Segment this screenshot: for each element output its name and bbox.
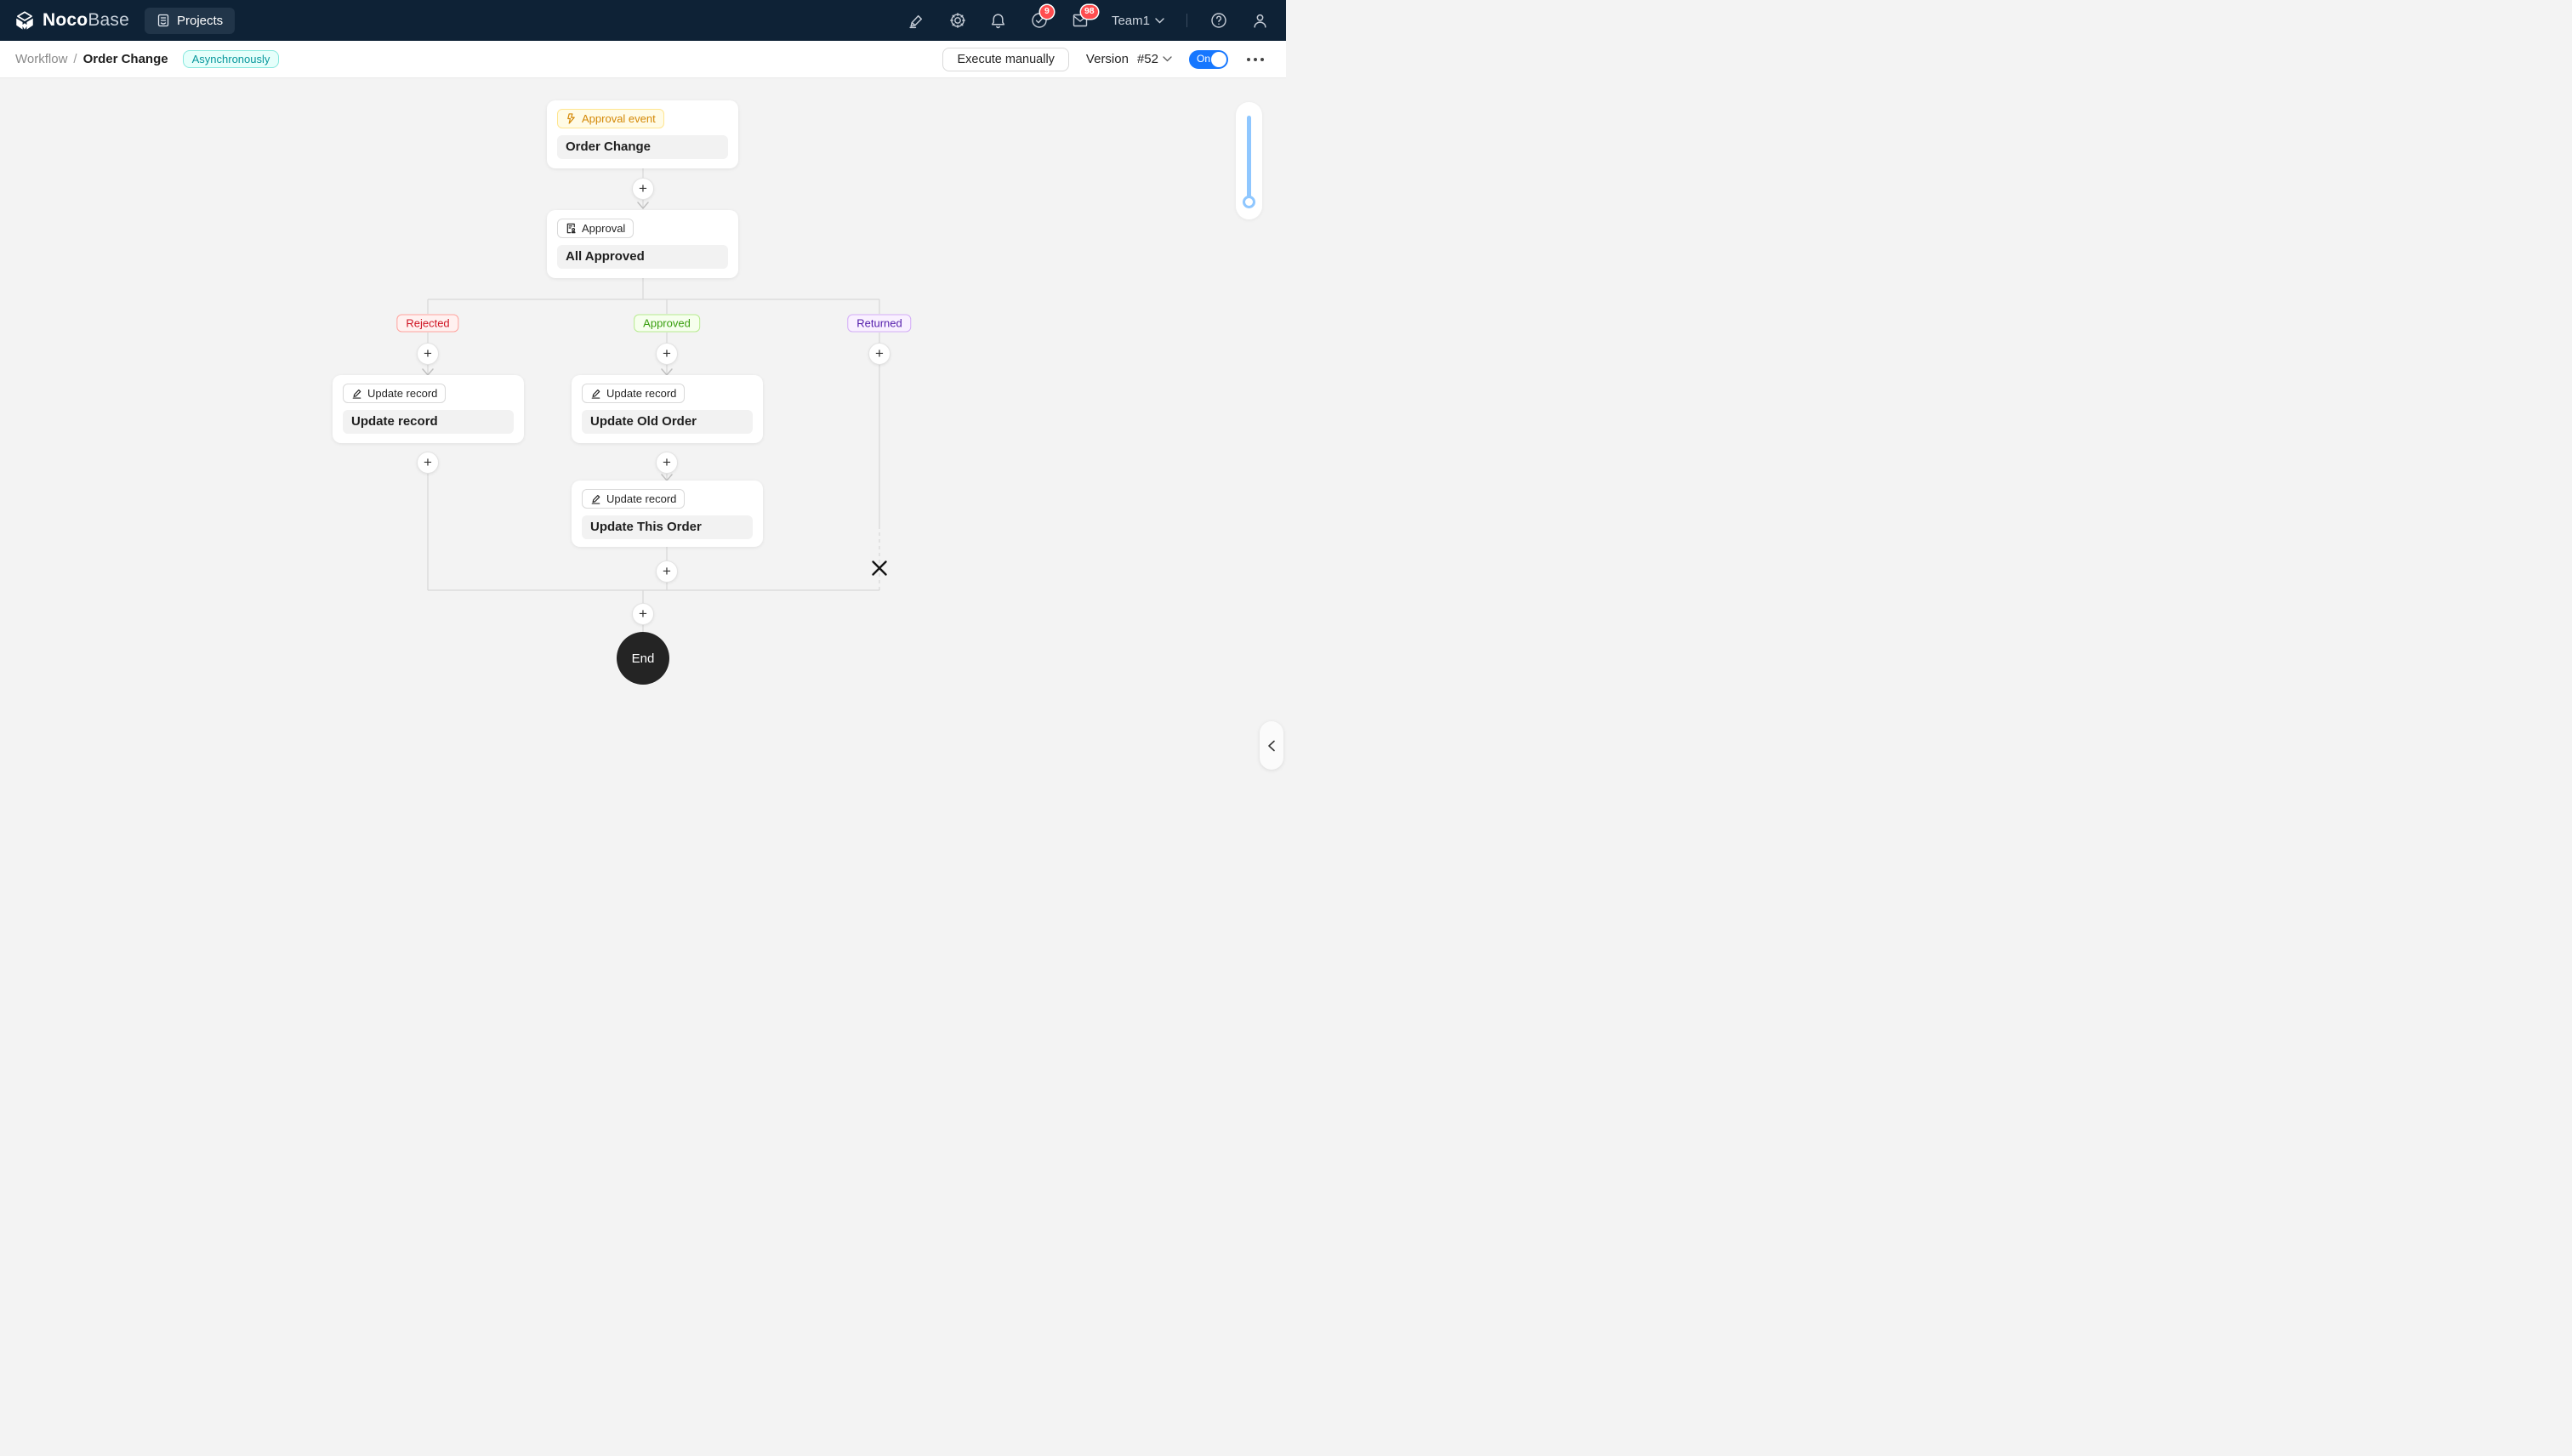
edit-icon	[591, 494, 600, 504]
gear-icon	[950, 13, 965, 28]
add-node-button[interactable]: +	[417, 343, 439, 365]
end-node: End	[617, 632, 669, 685]
workflow-enabled-toggle[interactable]: On	[1189, 49, 1228, 69]
settings-button[interactable]	[948, 11, 967, 30]
node-approval[interactable]: Approval All Approved	[547, 210, 738, 278]
node-update-record[interactable]: Update record Update record	[333, 375, 524, 443]
node-tag-label: Approval	[582, 222, 626, 235]
logo-text-bold: Noco	[43, 10, 88, 30]
workflow-canvas: Approval event Order Change + Approval A…	[0, 78, 1286, 770]
tasks-badge: 9	[1039, 5, 1054, 19]
header-divider	[1186, 14, 1187, 27]
zoom-slider-handle[interactable]	[1243, 196, 1255, 208]
add-node-button[interactable]: +	[417, 452, 439, 474]
version-value: #52	[1136, 52, 1158, 66]
help-icon	[1211, 13, 1226, 28]
execute-manually-button[interactable]: Execute manually	[942, 47, 1069, 71]
node-title: Update record	[343, 410, 514, 434]
node-title: All Approved	[557, 245, 728, 269]
node-tag-label: Update record	[606, 492, 677, 505]
add-node-button[interactable]: +	[868, 343, 891, 365]
version-select[interactable]: #52	[1137, 52, 1172, 66]
chevron-down-icon	[1155, 17, 1164, 23]
add-node-button[interactable]: +	[656, 343, 678, 365]
team-menu[interactable]: Team1	[1112, 14, 1164, 28]
workflow-toolbar: Workflow / Order Change Asynchronously E…	[0, 41, 1286, 78]
node-trigger[interactable]: Approval event Order Change	[547, 100, 738, 168]
nav-projects[interactable]: Projects	[144, 7, 236, 34]
branch-label-returned: Returned	[847, 314, 912, 333]
help-button[interactable]	[1209, 11, 1228, 30]
chevron-down-icon	[1163, 56, 1172, 62]
check-circle-icon	[1032, 13, 1047, 28]
zoom-slider[interactable]	[1236, 102, 1262, 219]
branch-label-rejected: Rejected	[396, 314, 459, 333]
collapse-panel-button[interactable]	[1260, 721, 1283, 770]
node-tag-label: Approval event	[582, 112, 656, 125]
node-title: Update Old Order	[582, 410, 753, 434]
breadcrumb-separator: /	[73, 52, 77, 66]
page-title: Order Change	[83, 52, 168, 66]
end-node-label: End	[631, 651, 655, 666]
edit-icon	[352, 389, 361, 399]
app-header: NocoBase Projects	[0, 0, 1286, 41]
more-menu-button[interactable]	[1245, 53, 1266, 66]
add-node-button[interactable]: +	[632, 178, 654, 200]
breadcrumb-workflow[interactable]: Workflow	[15, 52, 68, 66]
ui-editor-button[interactable]	[908, 11, 926, 30]
zoom-slider-track	[1247, 116, 1251, 202]
lightning-icon	[567, 113, 575, 124]
approval-doc-icon	[566, 223, 576, 234]
node-update-old-order[interactable]: Update record Update Old Order	[572, 375, 763, 443]
logo-text-light: Base	[88, 10, 129, 30]
tasks-button[interactable]: 9	[1030, 5, 1054, 30]
chevron-left-icon	[1268, 740, 1275, 751]
add-node-button[interactable]: +	[656, 452, 678, 474]
team-label: Team1	[1111, 13, 1150, 28]
nav-projects-label: Projects	[176, 13, 224, 28]
branch-terminate-icon	[872, 560, 887, 576]
add-node-button[interactable]: +	[632, 603, 654, 625]
node-tag-label: Update record	[606, 387, 677, 400]
version-label: Version	[1085, 52, 1129, 66]
inbox-button[interactable]: 98	[1071, 5, 1098, 30]
workflow-connectors	[422, 168, 880, 632]
nocobase-logo-icon	[16, 11, 33, 30]
highlighter-icon	[909, 14, 923, 28]
node-tag-label: Update record	[367, 387, 438, 400]
inbox-badge: 98	[1080, 5, 1098, 19]
nocobase-logo[interactable]: NocoBase	[14, 9, 129, 31]
user-button[interactable]	[1250, 11, 1269, 30]
node-title: Order Change	[557, 135, 728, 159]
async-mode-badge: Asynchronously	[182, 50, 280, 68]
node-update-this-order[interactable]: Update record Update This Order	[572, 481, 763, 547]
notifications-button[interactable]	[989, 11, 1008, 30]
toggle-state-label: On	[1197, 53, 1211, 65]
toggle-knob	[1211, 51, 1226, 67]
projects-icon	[157, 14, 169, 27]
edit-icon	[591, 389, 600, 399]
user-icon	[1253, 14, 1266, 28]
branch-label-approved: Approved	[634, 314, 700, 333]
add-node-button[interactable]: +	[656, 560, 678, 583]
node-title: Update This Order	[582, 515, 753, 539]
bell-icon	[992, 13, 1005, 28]
